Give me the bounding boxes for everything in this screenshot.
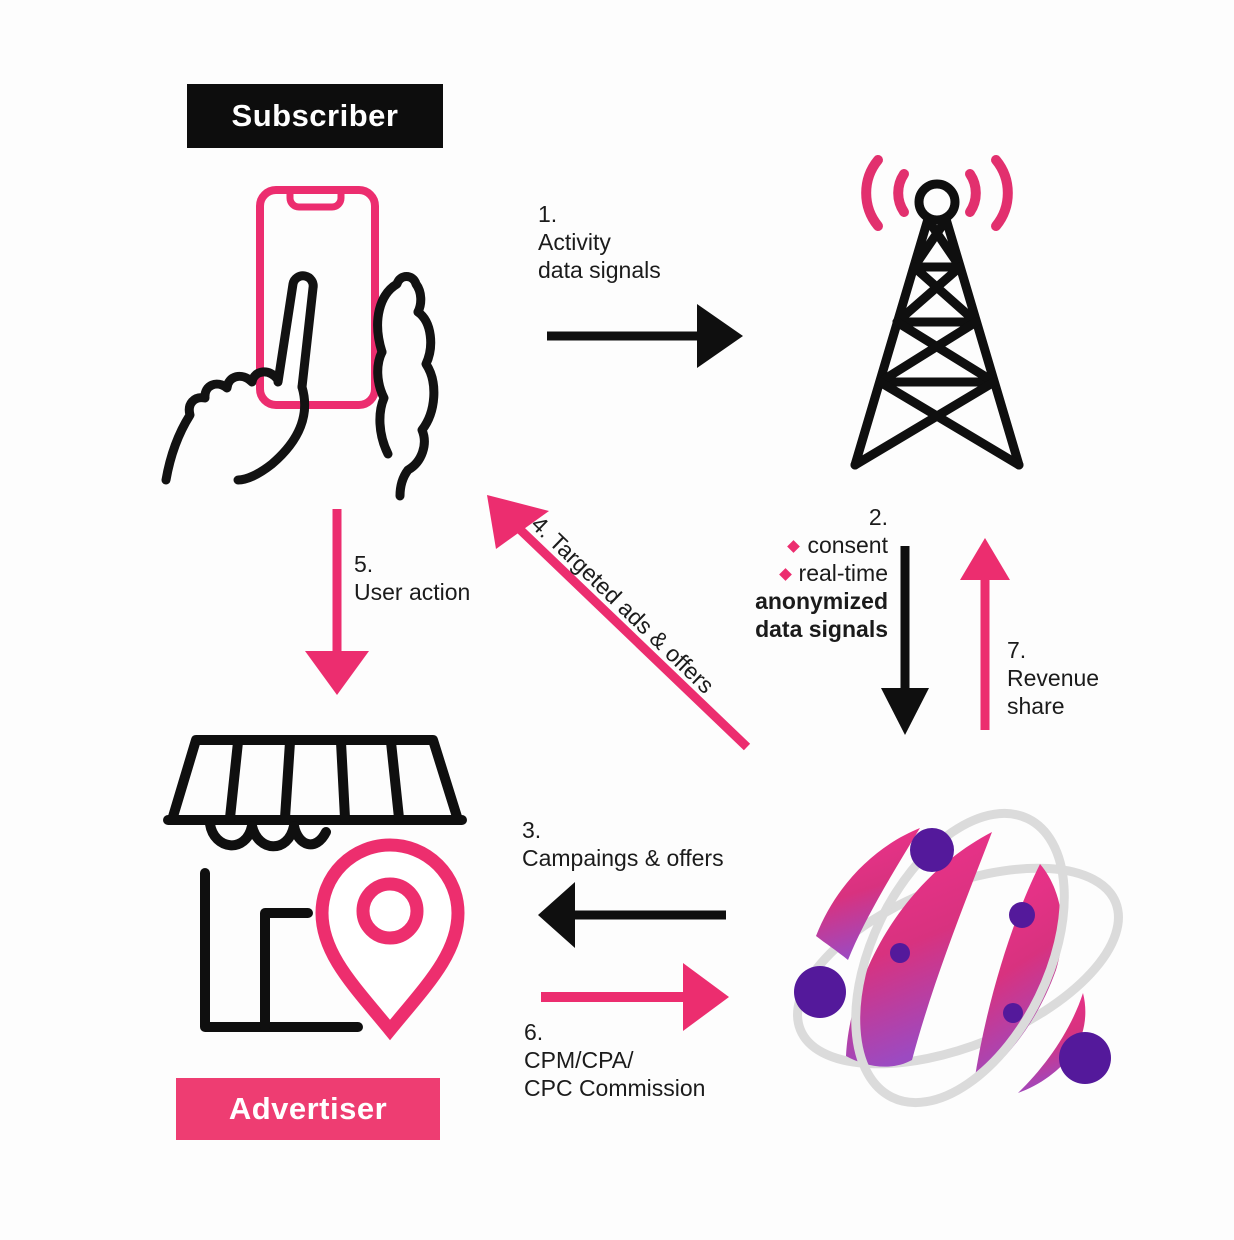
flow-1-text: Activity [538,229,611,255]
flow-arrow-3-left-icon [538,882,726,948]
flow-1-number: 1. [538,201,558,227]
flow-2-number: 2. [868,504,888,530]
flow-label-2: 2. consent real-time anonymized data sig… [688,503,888,643]
diamond-bullet-icon [787,539,801,553]
flow-arrow-6-right-icon [541,963,729,1031]
flow-arrow-7-up-icon [960,538,1010,730]
flow-2-text: real-time [798,560,888,586]
subscriber-label: Subscriber [231,98,399,133]
flow-5-number: 5. [354,551,374,577]
flow-6-text: CPC Commission [524,1075,706,1101]
flow-arrow-5-down-icon [305,509,369,695]
flow-2-text: data signals [755,616,888,642]
flow-6-text: CPM/CPA/ [524,1047,634,1073]
flow-label-5: 5. User action [354,550,470,606]
flow-2-bullet-line: real-time [778,559,888,587]
subscriber-label-box: Subscriber [187,84,443,148]
flow-label-6: 6. CPM/CPA/ CPC Commission [524,1018,705,1102]
flow-arrow-1-right-icon [547,304,743,368]
flow-3-number: 3. [522,817,542,843]
flow-2-text: anonymized [755,588,888,614]
flow-3-text: Campaings & offers [522,845,724,871]
flow-2-text: consent [807,532,888,558]
data-sphere-orbits-icon [793,808,1123,1108]
flow-5-text: User action [354,579,471,605]
flow-7-text: Revenue [1007,665,1100,691]
flow-7-text: share [1007,693,1065,719]
flow-label-1: 1. Activity data signals [538,200,661,284]
flow-arrow-2-down-icon [881,546,929,735]
flow-label-7: 7. Revenue share [1007,636,1099,720]
flow-7-number: 7. [1007,637,1027,663]
flow-2-bullet-line: consent [787,531,888,559]
flow-1-text: data signals [538,257,661,283]
flow-arrow-4-diagonal-icon [487,495,751,751]
flow-label-3: 3. Campaings & offers [522,816,724,872]
advertiser-label-box: Advertiser [176,1078,440,1140]
advertiser-label: Advertiser [228,1091,388,1126]
cell-tower-icon [850,155,1024,470]
diamond-bullet-icon [778,567,792,581]
flow-6-number: 6. [524,1019,544,1045]
phone-in-hands-icon [161,186,439,501]
store-location-pin-icon [163,735,467,1041]
